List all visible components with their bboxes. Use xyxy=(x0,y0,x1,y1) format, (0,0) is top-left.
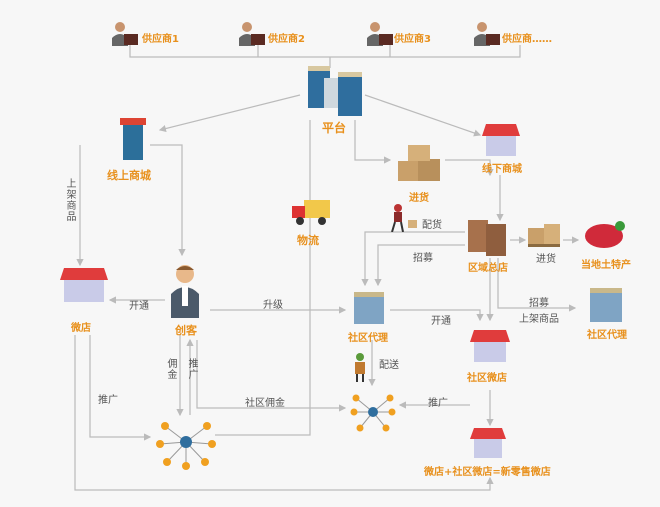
boxes-icon xyxy=(528,224,560,247)
micro-store-label: 微店 xyxy=(71,323,91,334)
deliver-label: 配送 xyxy=(379,360,399,371)
supplier-icon xyxy=(112,22,138,46)
list-goods-label: 上架商品 xyxy=(64,178,75,222)
truck-icon xyxy=(292,200,330,225)
promote-label: 推广 xyxy=(186,358,197,380)
purchase-label: 进货 xyxy=(409,193,429,204)
supplier-icon xyxy=(367,22,393,46)
local-specialty-label: 当地土特产 xyxy=(581,260,631,271)
boxes-icon xyxy=(398,145,440,181)
delivery-person-icon xyxy=(391,204,417,232)
community-agent-label: 社区代理 xyxy=(348,333,388,344)
community-micro-store-label: 社区微店 xyxy=(467,373,507,384)
promote-label: 推广 xyxy=(428,398,448,409)
distribute-label: 配货 xyxy=(422,220,442,231)
purchase-label: 进货 xyxy=(536,254,556,265)
commission-label: 佣金 xyxy=(165,358,176,380)
community-commission-label: 社区佣金 xyxy=(245,398,285,409)
maker-label: 创客 xyxy=(175,324,197,337)
micro-store-icon xyxy=(60,268,108,302)
maker-person-icon xyxy=(171,265,199,318)
meat-icon xyxy=(585,221,625,248)
new-retail-store-icon xyxy=(470,428,506,458)
supplier-label: 供应商1 xyxy=(142,34,179,45)
list-goods-label: 上架商品 xyxy=(519,314,559,325)
user-network-icon xyxy=(350,394,396,432)
community-agent-building-icon xyxy=(354,292,384,324)
supplier-icon xyxy=(239,22,265,46)
supplier-label: 供应商…… xyxy=(502,34,552,45)
regional-store-label: 区域总店 xyxy=(468,263,508,274)
new-retail-label: 微店+社区微店=新零售微店 xyxy=(424,467,551,478)
online-mall-label: 线上商城 xyxy=(107,169,151,182)
offline-mall-store-icon xyxy=(482,124,520,156)
supplier-label: 供应商2 xyxy=(268,34,305,45)
courier-icon xyxy=(355,353,365,382)
upgrade-label: 升级 xyxy=(263,300,283,311)
online-mall-icon xyxy=(120,118,146,160)
regional-store-building-icon xyxy=(468,220,506,256)
platform-label: 平台 xyxy=(322,121,347,135)
supplier-label: 供应商3 xyxy=(394,34,431,45)
community-agent-building-icon xyxy=(590,288,622,322)
recruit-label: 招募 xyxy=(529,298,549,309)
platform-building-icon xyxy=(308,66,362,116)
community-micro-store-icon xyxy=(470,330,510,362)
open-label: 开通 xyxy=(431,316,451,327)
promote-label: 推广 xyxy=(98,395,118,406)
offline-mall-label: 线下商城 xyxy=(482,164,522,175)
recruit-label: 招募 xyxy=(413,253,433,264)
user-network-icon xyxy=(156,422,216,470)
logistics-label: 物流 xyxy=(297,234,319,247)
community-agent-label: 社区代理 xyxy=(587,330,627,341)
open-label: 开通 xyxy=(129,301,149,312)
supplier-icon xyxy=(474,22,500,46)
